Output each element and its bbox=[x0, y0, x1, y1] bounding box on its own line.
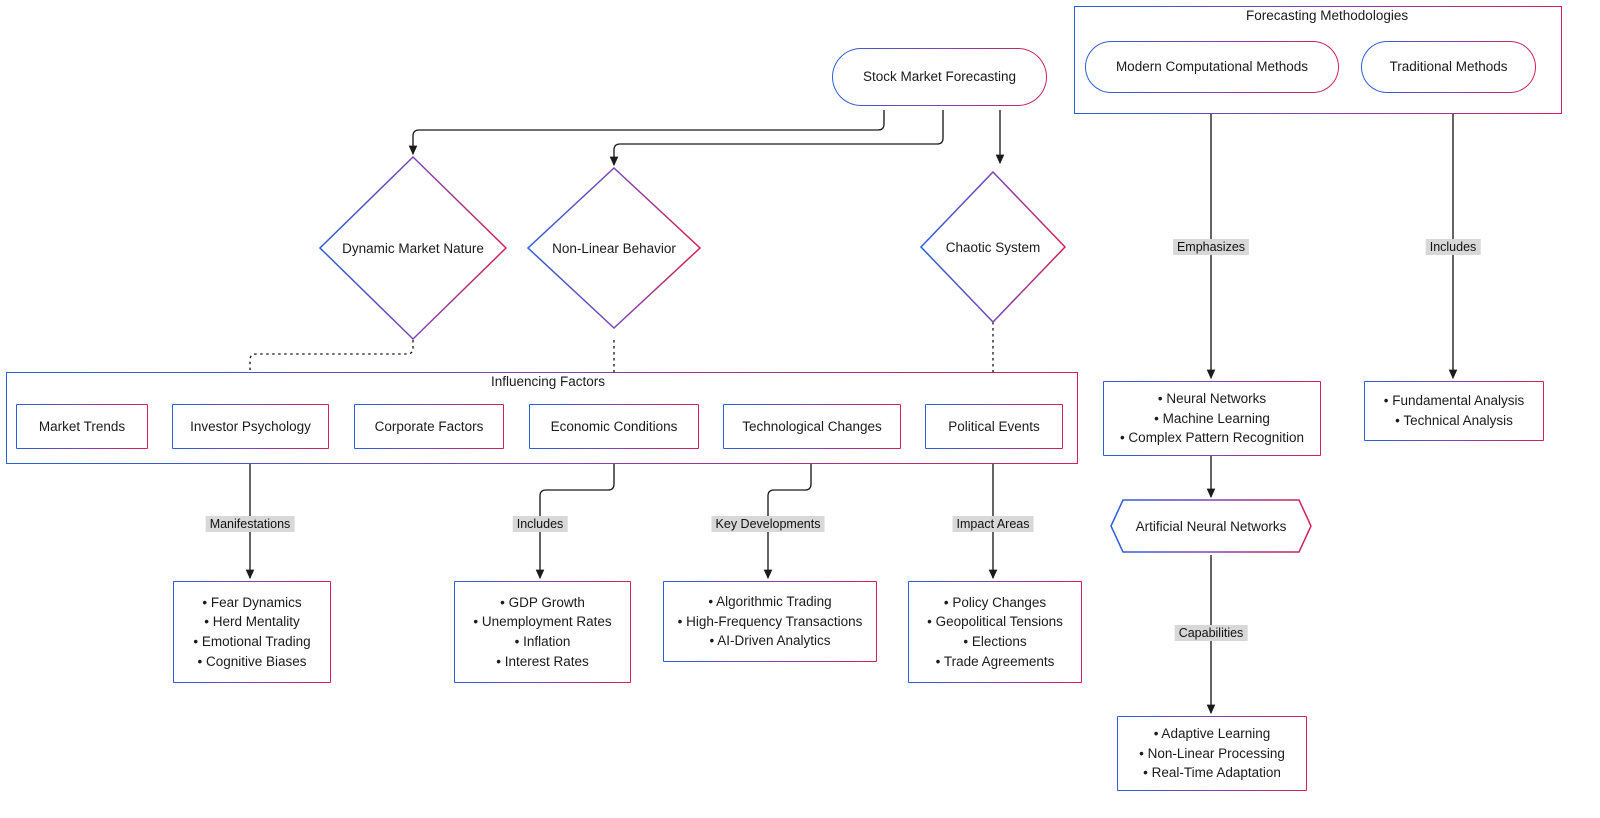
list-item: • Complex Pattern Recognition bbox=[1119, 430, 1305, 446]
edge-label-capabilities: Capabilities bbox=[1174, 625, 1248, 641]
node-label: Political Events bbox=[948, 418, 1040, 434]
node-traditional-methods[interactable]: Traditional Methods bbox=[1361, 41, 1536, 93]
node-label: Non-Linear Behavior bbox=[552, 240, 676, 256]
list-item: • Unemployment Rates bbox=[473, 614, 612, 630]
node-investor-psychology[interactable]: Investor Psychology bbox=[172, 404, 329, 449]
edge-label-emphasizes: Emphasizes bbox=[1172, 239, 1250, 255]
node-label: Investor Psychology bbox=[190, 418, 311, 434]
node-label: Chaotic System bbox=[945, 239, 1041, 255]
node-economic-indicators[interactable]: • GDP Growth • Unemployment Rates • Infl… bbox=[454, 581, 631, 683]
list-item: • AI-Driven Analytics bbox=[709, 633, 831, 649]
list-item: • Real-Time Adaptation bbox=[1143, 765, 1281, 781]
list-item: • Fundamental Analysis bbox=[1383, 393, 1525, 409]
list-item: • Technical Analysis bbox=[1395, 413, 1513, 428]
edge-label-key-developments: Key Developments bbox=[711, 516, 825, 532]
node-label: Economic Conditions bbox=[550, 418, 678, 434]
node-label: Stock Market Forecasting bbox=[862, 69, 1017, 85]
node-label: Dynamic Market Nature bbox=[342, 240, 484, 256]
list-item: • Trade Agreements bbox=[935, 653, 1055, 669]
list-item: • Herd Mentality bbox=[204, 614, 300, 630]
node-modern-methods-list[interactable]: • Neural Networks • Machine Learning • C… bbox=[1103, 381, 1321, 456]
edge-label-includes-economic: Includes bbox=[512, 516, 568, 532]
edge-label-includes-traditional: Includes bbox=[1425, 239, 1481, 255]
node-political-impact-areas[interactable]: • Policy Changes • Geopolitical Tensions… bbox=[908, 581, 1082, 683]
list-item: • Inflation bbox=[514, 634, 571, 649]
node-economic-conditions[interactable]: Economic Conditions bbox=[529, 404, 699, 449]
node-technological-developments[interactable]: • Algorithmic Trading • High-Frequency T… bbox=[663, 581, 877, 662]
list-item: • Interest Rates bbox=[496, 653, 589, 669]
list-item: • Policy Changes bbox=[943, 594, 1047, 610]
list-item: • Algorithmic Trading bbox=[708, 594, 832, 610]
node-stock-market-forecasting[interactable]: Stock Market Forecasting bbox=[832, 48, 1047, 106]
node-non-linear-behavior[interactable]: Non-Linear Behavior bbox=[528, 168, 700, 328]
list-item: • Emotional Trading bbox=[193, 634, 311, 649]
edge-label-manifestations: Manifestations bbox=[205, 516, 295, 532]
list-item: • Fear Dynamics bbox=[202, 594, 302, 610]
node-psychology-manifestations[interactable]: • Fear Dynamics • Herd Mentality • Emoti… bbox=[173, 581, 331, 683]
list-item: • Cognitive Biases bbox=[197, 653, 307, 669]
edge-label-impact-areas: Impact Areas bbox=[952, 516, 1034, 532]
list-item: • Elections bbox=[963, 634, 1027, 649]
node-label: Modern Computational Methods bbox=[1115, 59, 1309, 75]
node-label: Corporate Factors bbox=[374, 418, 484, 434]
node-corporate-factors[interactable]: Corporate Factors bbox=[354, 404, 504, 449]
node-label: Technological Changes bbox=[742, 418, 882, 434]
cluster-title-forecasting-methodologies: Forecasting Methodologies bbox=[1242, 8, 1413, 23]
node-label: Market Trends bbox=[38, 418, 126, 434]
node-political-events[interactable]: Political Events bbox=[925, 404, 1063, 449]
list-item: • GDP Growth bbox=[500, 594, 585, 610]
node-modern-computational-methods[interactable]: Modern Computational Methods bbox=[1085, 41, 1339, 93]
cluster-title-influencing-factors: Influencing Factors bbox=[487, 374, 610, 389]
node-dynamic-market-nature[interactable]: Dynamic Market Nature bbox=[320, 157, 506, 339]
node-market-trends[interactable]: Market Trends bbox=[16, 404, 148, 449]
node-technological-changes[interactable]: Technological Changes bbox=[723, 404, 901, 449]
list-item: • High-Frequency Transactions bbox=[677, 613, 863, 629]
node-traditional-methods-list[interactable]: • Fundamental Analysis • Technical Analy… bbox=[1364, 381, 1544, 441]
node-label: Traditional Methods bbox=[1389, 59, 1508, 75]
list-item: • Geopolitical Tensions bbox=[927, 614, 1063, 630]
list-item: • Neural Networks bbox=[1157, 391, 1267, 407]
node-label: Artificial Neural Networks bbox=[1135, 518, 1287, 534]
list-item: • Non-Linear Processing bbox=[1139, 745, 1285, 761]
list-item: • Adaptive Learning bbox=[1153, 726, 1271, 742]
node-chaotic-system[interactable]: Chaotic System bbox=[921, 172, 1065, 322]
list-item: • Machine Learning bbox=[1154, 410, 1270, 426]
node-artificial-neural-networks[interactable]: Artificial Neural Networks bbox=[1111, 500, 1311, 552]
node-ann-capabilities-list[interactable]: • Adaptive Learning • Non-Linear Process… bbox=[1117, 716, 1307, 791]
